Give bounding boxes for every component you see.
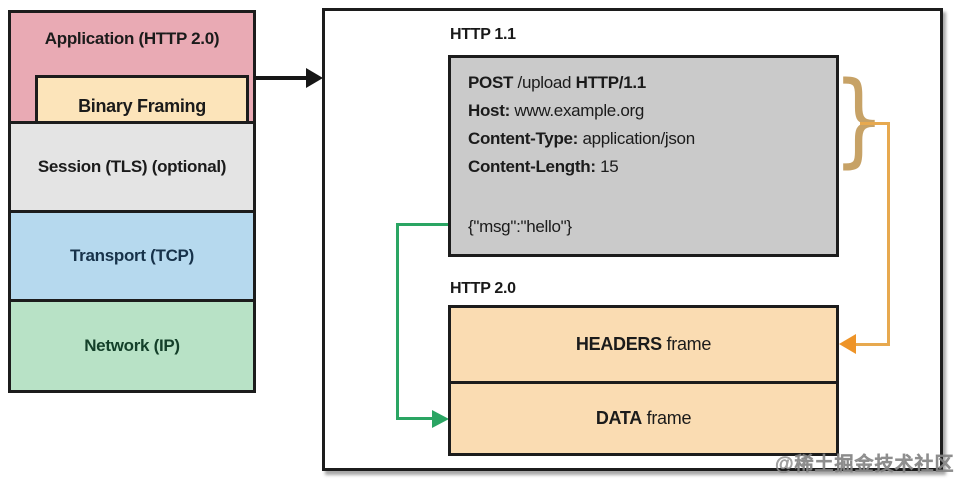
request-path: /upload (513, 73, 576, 92)
http11-request-box: POST /upload HTTP/1.1 Host: www.example.… (448, 55, 839, 257)
headers-arrowhead-icon (839, 334, 856, 354)
data-arrow-vertical-segment (396, 223, 399, 420)
http20-label: HTTP 2.0 (450, 280, 516, 297)
headers-frame-label-bold: HEADERS (575, 334, 662, 354)
layer-session: Session (TLS) (optional) (8, 121, 256, 213)
data-arrow-bottom-segment (396, 417, 434, 420)
layer-binary-framing-label: Binary Framing (78, 95, 206, 116)
layer-application: Application (HTTP 2.0) Binary Framing (8, 10, 256, 137)
headers-brace-icon: } (833, 60, 885, 179)
headers-arrow-top-segment (860, 122, 890, 125)
layer-transport-label: Transport (TCP) (70, 246, 194, 265)
watermark: @稀土掘金技术社区 (775, 454, 955, 476)
layer-transport: Transport (TCP) (8, 210, 256, 302)
request-method: POST (468, 73, 514, 92)
request-line-content-length: Content-Length: 15 (468, 153, 836, 181)
http11-label: HTTP 1.1 (450, 26, 516, 43)
request-line-host: Host: www.example.org (468, 97, 836, 125)
request-version: HTTP/1.1 (575, 73, 647, 92)
data-frame-label-rest: frame (641, 408, 692, 428)
layer-session-label: Session (TLS) (optional) (37, 157, 227, 176)
data-frame-box: DATA frame (448, 381, 839, 456)
headers-arrow-vertical-segment (887, 122, 890, 346)
stack-to-panel-arrowhead-icon (306, 68, 323, 88)
data-arrowhead-icon (432, 410, 449, 428)
layer-network: Network (IP) (8, 299, 256, 393)
header-name-host: Host: (468, 101, 510, 120)
header-name-content-type: Content-Type: (468, 129, 579, 148)
header-value-content-length: 15 (595, 157, 619, 176)
layer-network-label: Network (IP) (84, 336, 180, 355)
data-arrow-top-segment (399, 223, 448, 226)
data-frame-label-bold: DATA (595, 408, 642, 428)
headers-frame-label-rest: frame (661, 334, 712, 354)
request-line-start: POST /upload HTTP/1.1 (468, 69, 836, 97)
header-value-content-type: application/json (578, 129, 695, 148)
request-body: {"msg":"hello"} (468, 217, 572, 236)
header-name-content-length: Content-Length: (468, 157, 596, 176)
request-line-content-type: Content-Type: application/json (468, 125, 836, 153)
stack-to-panel-arrow-line (254, 76, 310, 80)
headers-arrow-bottom-segment (856, 343, 890, 346)
header-value-host: www.example.org (509, 101, 645, 120)
layer-application-label: Application (HTTP 2.0) (44, 29, 220, 48)
headers-frame-box: HEADERS frame (448, 305, 839, 384)
